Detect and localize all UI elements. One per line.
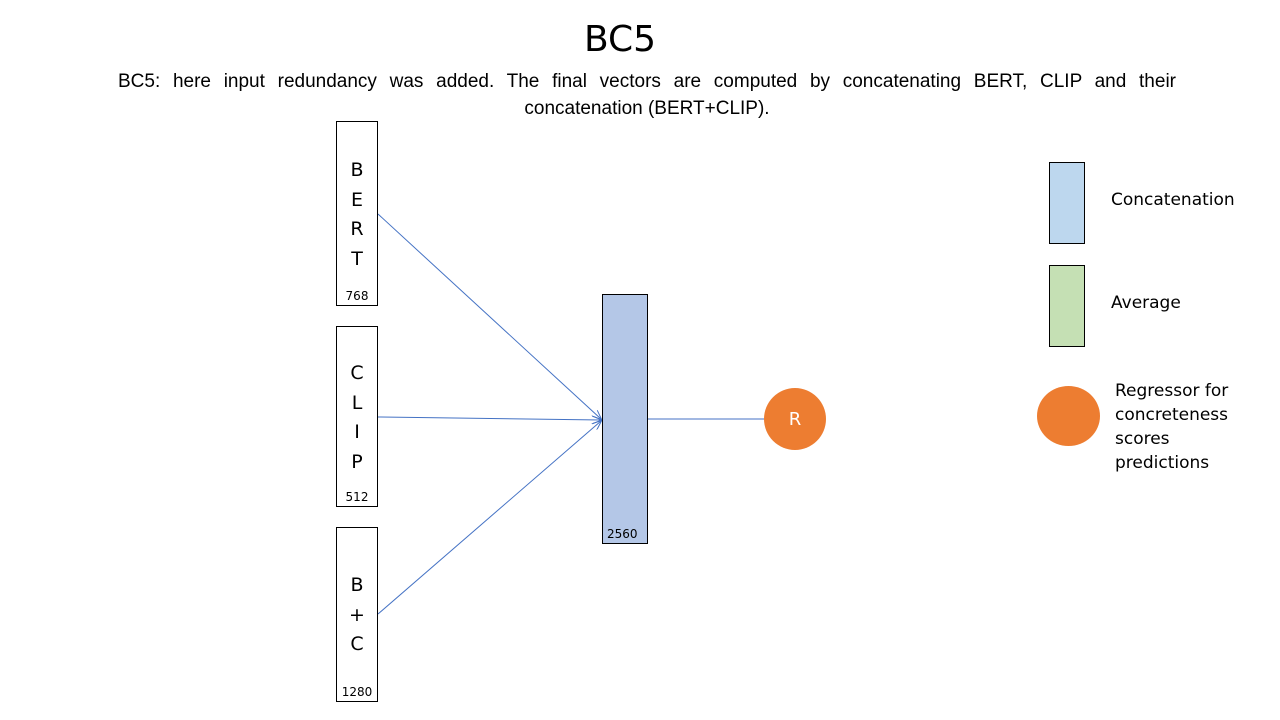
input-box-bc: B + C 1280 bbox=[336, 527, 378, 702]
concatenation-block: 2560 bbox=[602, 294, 648, 544]
input-letter: T bbox=[351, 247, 363, 270]
input-dim-bc: 1280 bbox=[341, 685, 373, 699]
input-letter: B bbox=[350, 159, 364, 181]
input-dim-clip: 512 bbox=[345, 490, 369, 504]
concatenation-dim: 2560 bbox=[607, 527, 638, 541]
legend-regressor-label: Regressor for concreteness scores predic… bbox=[1115, 381, 1229, 473]
input-letter: C bbox=[350, 362, 364, 384]
input-dim-bert: 768 bbox=[345, 289, 369, 303]
legend-concatenation-label: Concatenation bbox=[1111, 190, 1235, 210]
input-letter: I bbox=[354, 421, 360, 443]
input-letter: P bbox=[351, 450, 363, 473]
legend-concatenation-swatch bbox=[1049, 162, 1085, 244]
input-letter: B bbox=[350, 574, 364, 596]
input-label-bc: B + C bbox=[337, 571, 377, 660]
arrow-clip-to-concat bbox=[377, 417, 601, 420]
legend-regressor-swatch bbox=[1037, 386, 1100, 446]
input-label-clip: C L I P bbox=[337, 359, 377, 477]
input-letter: R bbox=[350, 218, 364, 240]
input-letter: + bbox=[349, 603, 365, 626]
legend-average-label: Average bbox=[1111, 293, 1181, 313]
input-letter: L bbox=[351, 391, 363, 414]
regressor-label: R bbox=[788, 408, 802, 430]
input-box-bert: B E R T 768 bbox=[336, 121, 378, 306]
input-letter: C bbox=[350, 633, 364, 655]
arrow-bc-to-concat bbox=[377, 421, 601, 615]
input-letter: E bbox=[350, 188, 363, 211]
legend-average-swatch bbox=[1049, 265, 1085, 347]
input-label-bert: B E R T bbox=[337, 156, 377, 274]
regressor-node: R bbox=[764, 388, 826, 450]
arrow-bert-to-concat bbox=[377, 213, 601, 419]
input-box-clip: C L I P 512 bbox=[336, 326, 378, 507]
diagram-subtitle: BC5: here input redundancy was added. Th… bbox=[118, 71, 1176, 119]
diagram-title: BC5 bbox=[583, 19, 657, 60]
